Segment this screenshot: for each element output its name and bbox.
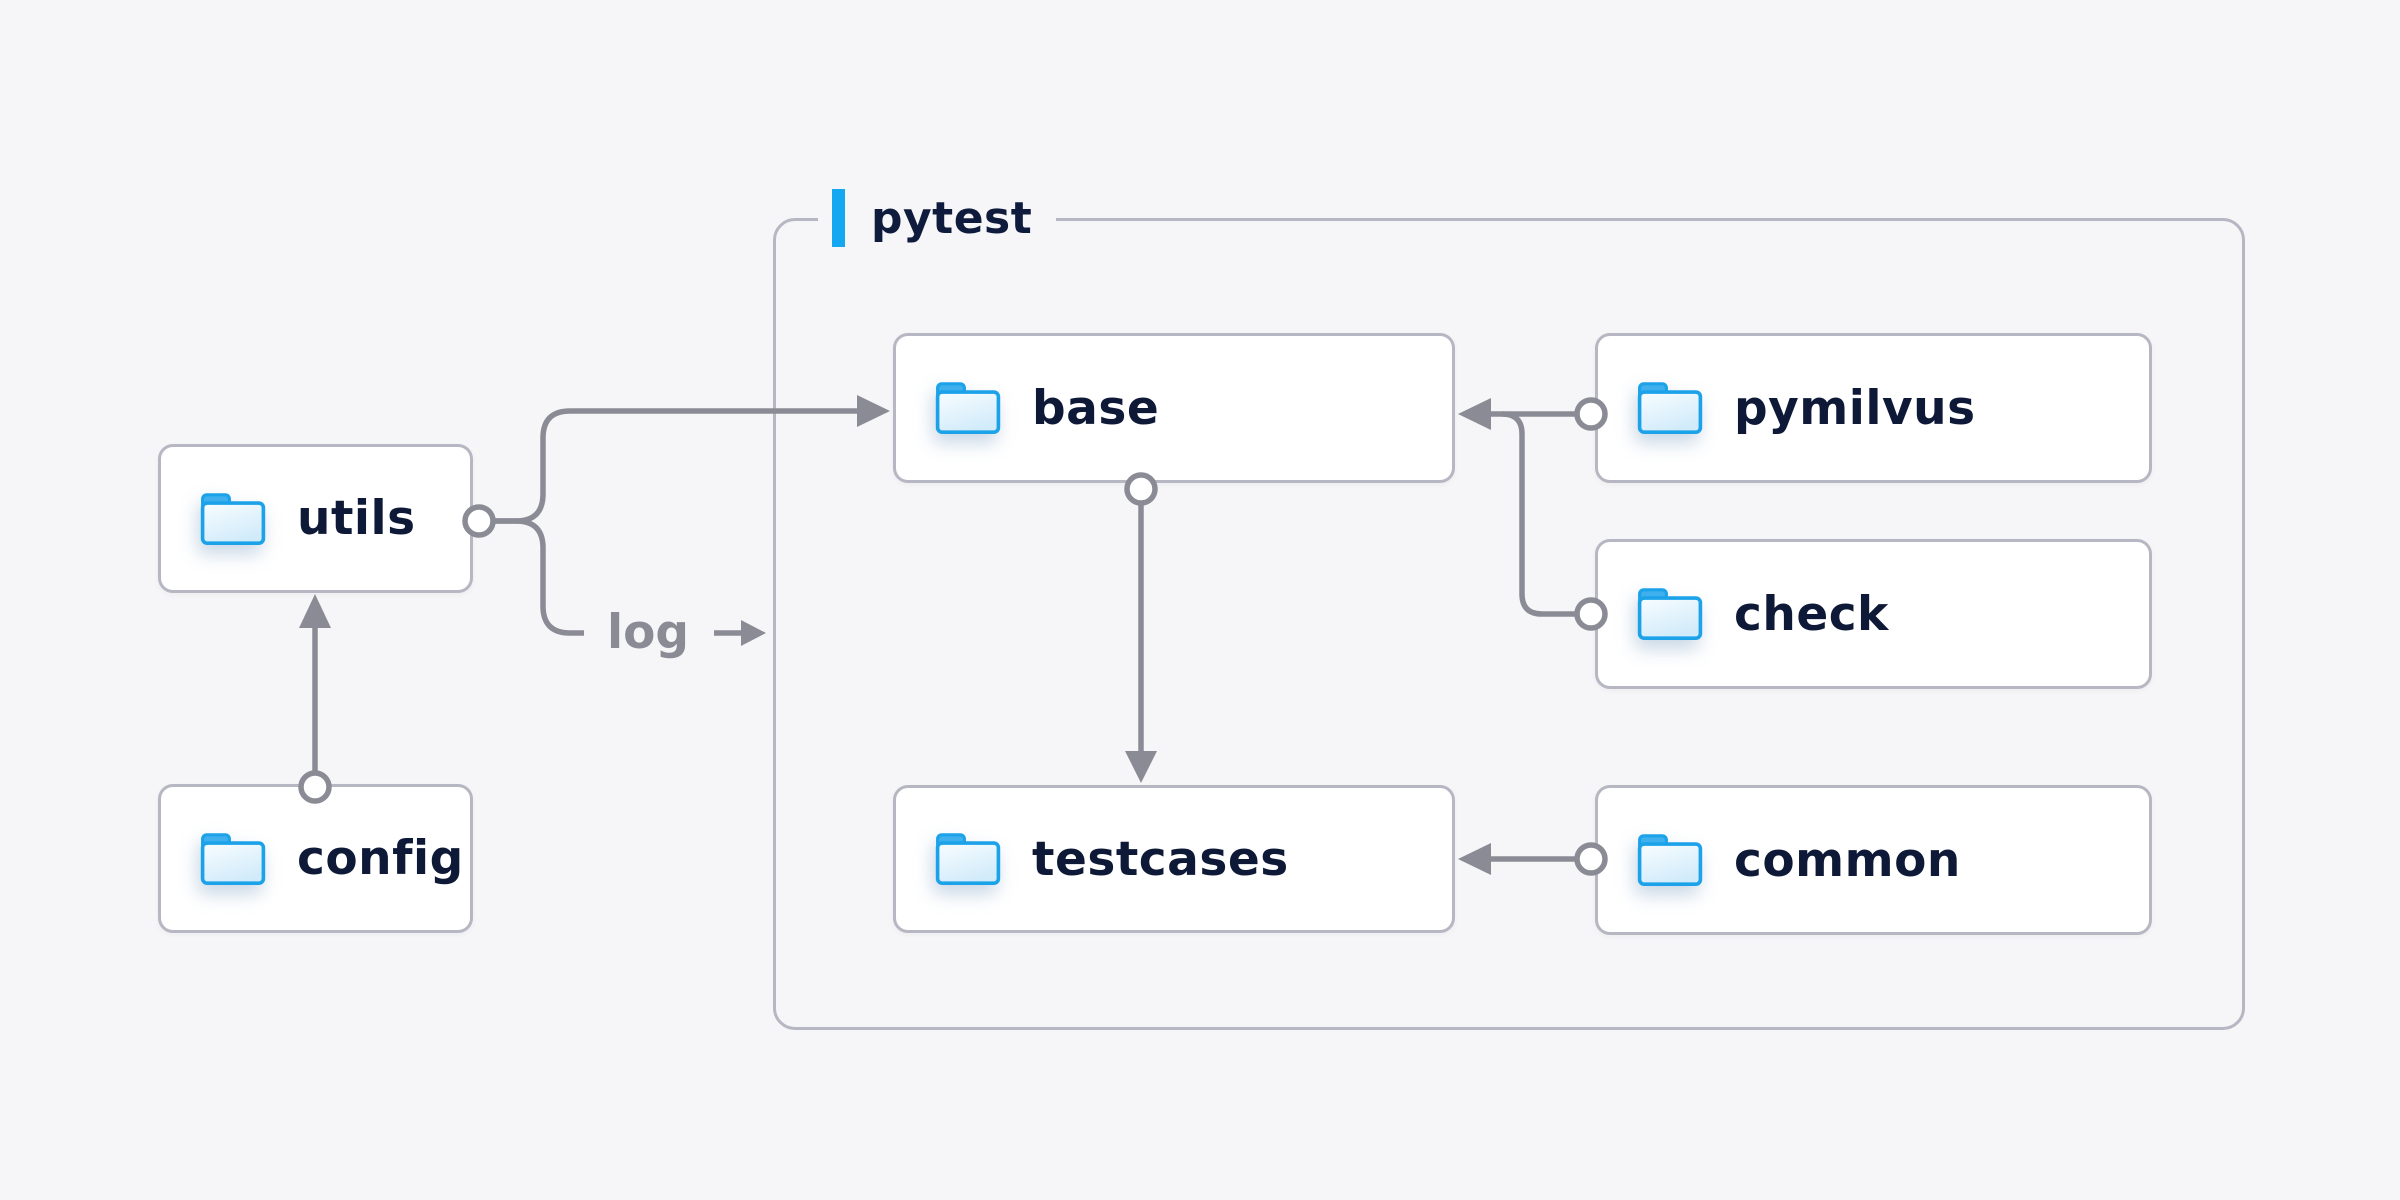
node-base: base bbox=[893, 333, 1455, 483]
node-testcases: testcases bbox=[893, 785, 1455, 933]
folder-icon bbox=[200, 832, 266, 885]
pytest-group-label: pytest bbox=[818, 186, 1057, 250]
folder-icon bbox=[935, 833, 1001, 886]
node-utils: utils bbox=[158, 444, 473, 593]
node-label: config bbox=[297, 831, 464, 886]
node-label: common bbox=[1734, 832, 1961, 888]
node-config: config bbox=[158, 784, 473, 933]
node-label: pymilvus bbox=[1734, 380, 1976, 436]
pytest-group-container bbox=[773, 218, 2245, 1030]
edge-label-log: log bbox=[606, 605, 690, 660]
edge-config-utils bbox=[298, 594, 332, 804]
folder-icon bbox=[200, 492, 266, 545]
node-pymilvus: pymilvus bbox=[1595, 333, 2152, 483]
folder-icon bbox=[1637, 588, 1703, 641]
pytest-group-title: pytest bbox=[871, 192, 1033, 244]
accent-bar bbox=[832, 189, 845, 247]
node-common: common bbox=[1595, 785, 2152, 935]
folder-icon bbox=[1637, 834, 1703, 887]
node-label: check bbox=[1734, 586, 1889, 642]
folder-icon bbox=[935, 382, 1001, 435]
node-label: base bbox=[1032, 380, 1160, 436]
node-label: testcases bbox=[1032, 831, 1289, 887]
node-label: utils bbox=[297, 491, 416, 546]
node-check: check bbox=[1595, 539, 2152, 689]
folder-icon bbox=[1637, 382, 1703, 435]
